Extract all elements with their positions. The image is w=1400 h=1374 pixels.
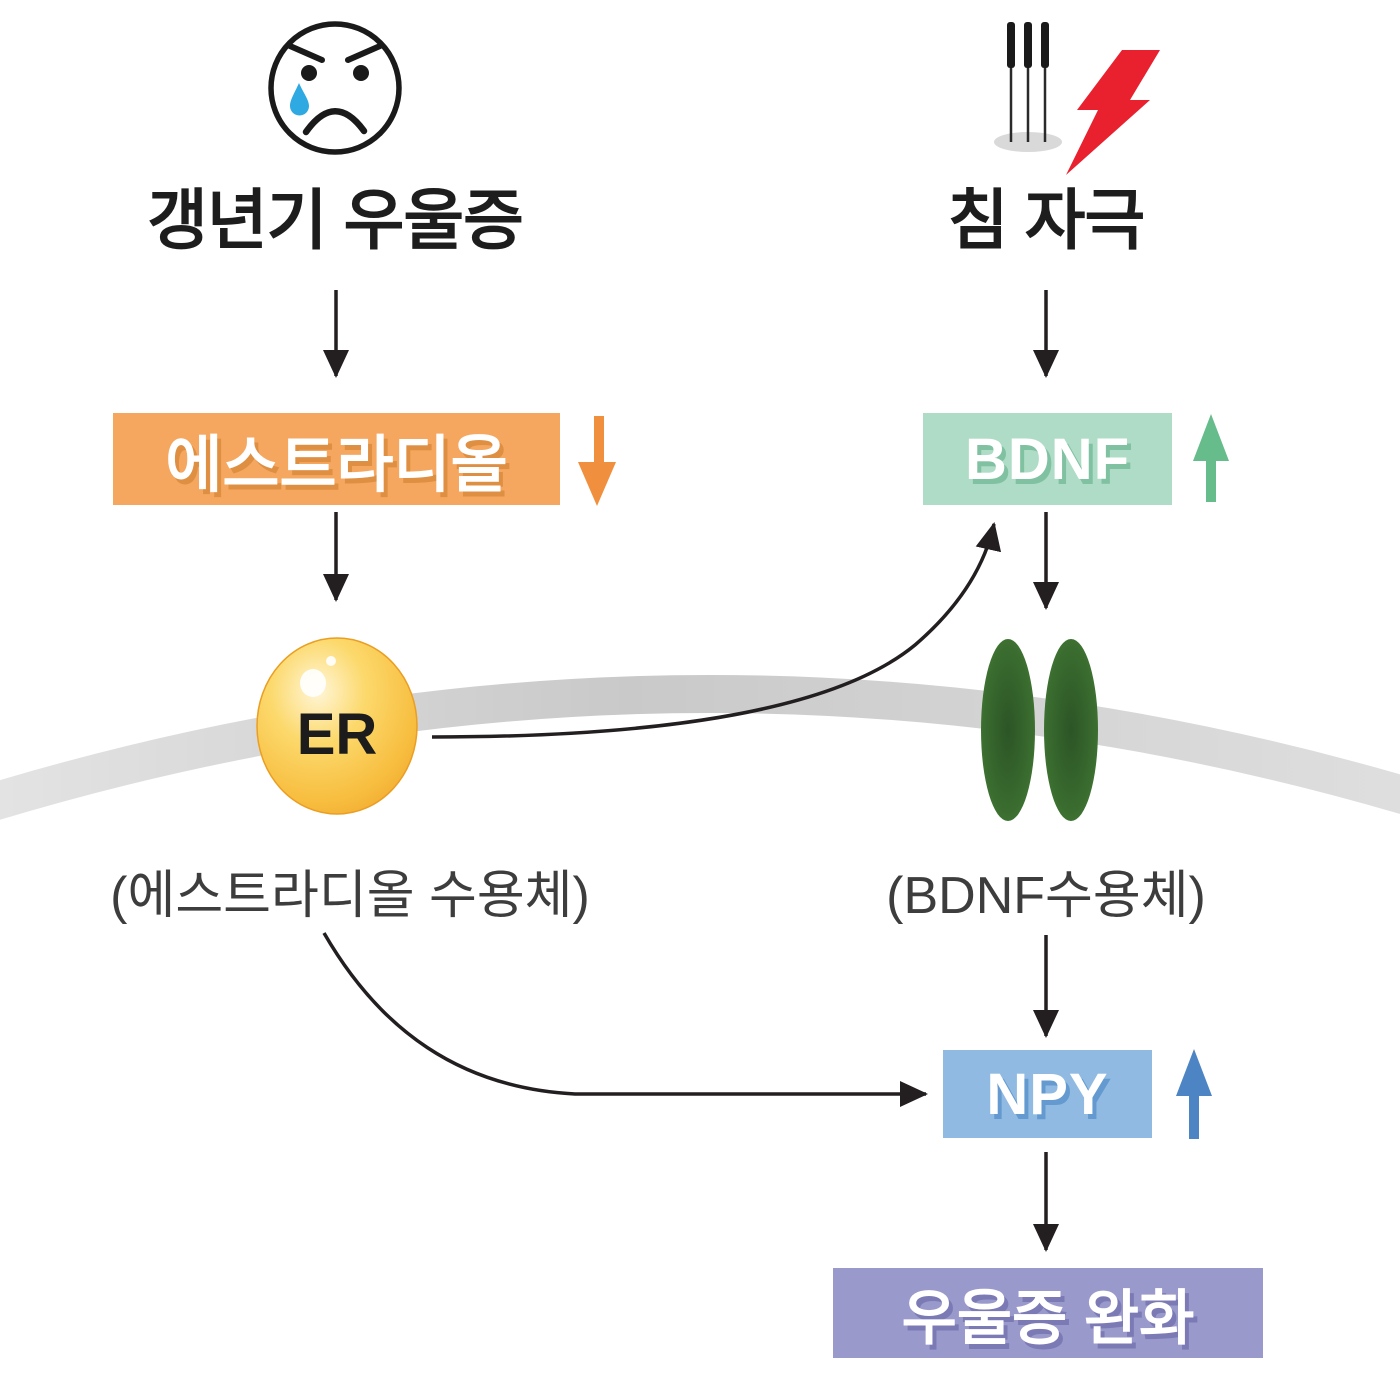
left-eyebrow xyxy=(287,43,325,63)
lightning-bolt-icon xyxy=(1066,50,1160,175)
right-eye xyxy=(353,65,369,81)
acupuncture-needles-icon xyxy=(994,22,1062,152)
left-pathway-title: 갱년기 우울증 xyxy=(147,183,524,257)
er-receptor-caption: (에스트라디올 수용체) xyxy=(110,867,590,925)
bdnf-receptor xyxy=(981,639,1098,821)
right-pathway-title: 침 자극 xyxy=(947,183,1146,257)
flow-arrows xyxy=(323,290,1059,1252)
er-to-bdnf-arrow xyxy=(431,522,1002,739)
er-receptor-ball xyxy=(256,637,418,815)
frown-mouth xyxy=(302,108,368,136)
er-receptor-label: ER xyxy=(296,702,378,767)
sad-face-icon xyxy=(268,21,402,155)
bdnf-box: BDNF xyxy=(923,413,1172,505)
npy-box: NPY xyxy=(943,1050,1152,1138)
bdnf-increase-arrow xyxy=(1193,414,1229,502)
tear-drop xyxy=(290,83,309,116)
bdnf-receptor-caption: (BDNF수용체) xyxy=(886,867,1206,925)
left-eye xyxy=(301,65,317,81)
outcome-box: 우울증 완화 xyxy=(833,1268,1263,1358)
cell-membrane xyxy=(0,674,1400,820)
estradiol-decrease-arrow xyxy=(578,416,616,506)
er-to-npy-arrow xyxy=(322,932,928,1107)
er-ball-highlight-dot xyxy=(326,656,336,666)
estradiol-box: 에스트라디올 xyxy=(113,413,560,505)
npy-increase-arrow xyxy=(1176,1049,1212,1139)
er-ball-highlight xyxy=(300,669,326,697)
right-eyebrow xyxy=(345,43,383,63)
